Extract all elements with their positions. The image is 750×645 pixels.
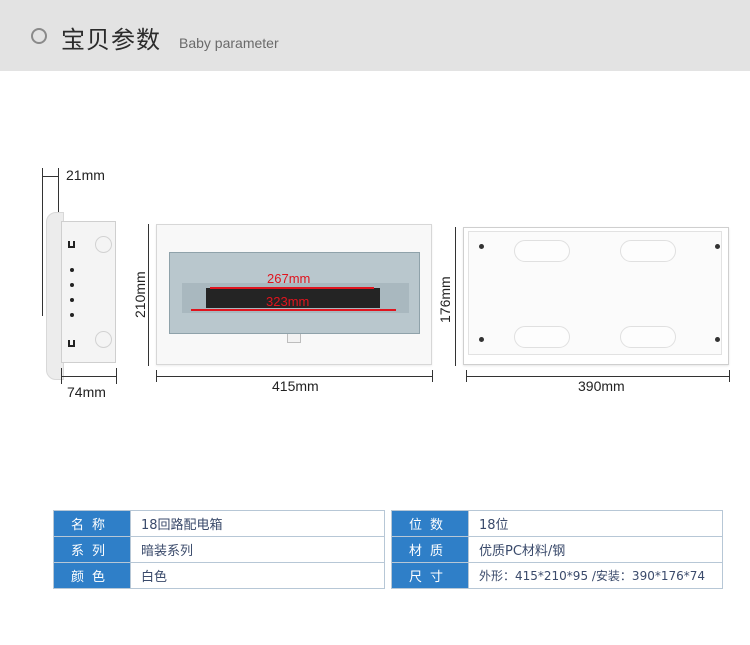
- spec-key: 名称: [53, 510, 131, 537]
- screw-hole-icon: [479, 244, 484, 249]
- clip-icon: [68, 340, 75, 347]
- spec-value: 优质PC材料/钢: [468, 536, 723, 563]
- table-row: 位数 18位: [391, 510, 723, 537]
- screw-icon: [70, 298, 74, 302]
- spec-table-right: 位数 18位 材质 优质PC材料/钢 尺寸 外形：415*210*95 /安装：…: [391, 510, 723, 589]
- dimension-side-bottom: 74mm: [67, 384, 106, 400]
- circle-icon: [31, 28, 47, 44]
- spec-table-left: 名称 18回路配电箱 系列 暗装系列 颜色 白色: [53, 510, 385, 589]
- dimension-back-width: 390mm: [578, 378, 625, 394]
- front-width-line: [156, 376, 433, 377]
- screw-icon: [70, 268, 74, 272]
- dimension-inner-323: 323mm: [266, 294, 310, 309]
- mount-slot: [620, 240, 676, 262]
- section-subtitle: Baby parameter: [179, 35, 279, 51]
- side-dim-line-top: [42, 176, 59, 177]
- section-header: 宝贝参数 Baby parameter: [0, 0, 750, 71]
- table-row: 名称 18回路配电箱: [53, 510, 385, 537]
- spec-value: 外形：415*210*95 /安装：390*176*74: [468, 562, 723, 589]
- spec-value: 18位: [468, 510, 723, 537]
- knockout-icon: [95, 331, 112, 348]
- table-row: 颜色 白色: [53, 562, 385, 589]
- screw-hole-icon: [715, 244, 720, 249]
- inner-323-line: [191, 309, 396, 311]
- spec-value: 18回路配电箱: [130, 510, 385, 537]
- dimension-side-top: 21mm: [66, 167, 105, 183]
- back-height-line: [455, 227, 456, 366]
- table-row: 尺寸 外形：415*210*95 /安装：390*176*74: [391, 562, 723, 589]
- side-dim-line-left: [42, 168, 43, 316]
- screw-hole-icon: [479, 337, 484, 342]
- spec-key: 材质: [391, 536, 469, 563]
- handle-icon: [287, 334, 301, 343]
- table-row: 系列 暗装系列: [53, 536, 385, 563]
- dimension-front-height: 210mm: [132, 271, 148, 318]
- spec-key: 位数: [391, 510, 469, 537]
- clip-icon: [68, 241, 75, 248]
- din-rail: [206, 288, 380, 308]
- inner-267-line: [210, 287, 374, 289]
- spec-key: 系列: [53, 536, 131, 563]
- back-panel: [468, 231, 722, 355]
- dimension-inner-267: 267mm: [267, 271, 311, 286]
- knockout-icon: [95, 236, 112, 253]
- back-width-line: [466, 376, 730, 377]
- spec-value: 白色: [130, 562, 385, 589]
- spec-value: 暗装系列: [130, 536, 385, 563]
- table-row: 材质 优质PC材料/钢: [391, 536, 723, 563]
- side-bottom-line: [61, 376, 117, 377]
- section-title: 宝贝参数: [61, 26, 161, 54]
- dimension-back-height: 176mm: [437, 276, 453, 323]
- side-dim-line-right: [58, 168, 59, 216]
- mount-slot: [620, 326, 676, 348]
- screw-hole-icon: [715, 337, 720, 342]
- screw-icon: [70, 313, 74, 317]
- front-height-line: [148, 224, 149, 366]
- screw-icon: [70, 283, 74, 287]
- spec-key: 尺寸: [391, 562, 469, 589]
- dimension-front-width: 415mm: [272, 378, 319, 394]
- mount-slot: [514, 326, 570, 348]
- spec-key: 颜色: [53, 562, 131, 589]
- mount-slot: [514, 240, 570, 262]
